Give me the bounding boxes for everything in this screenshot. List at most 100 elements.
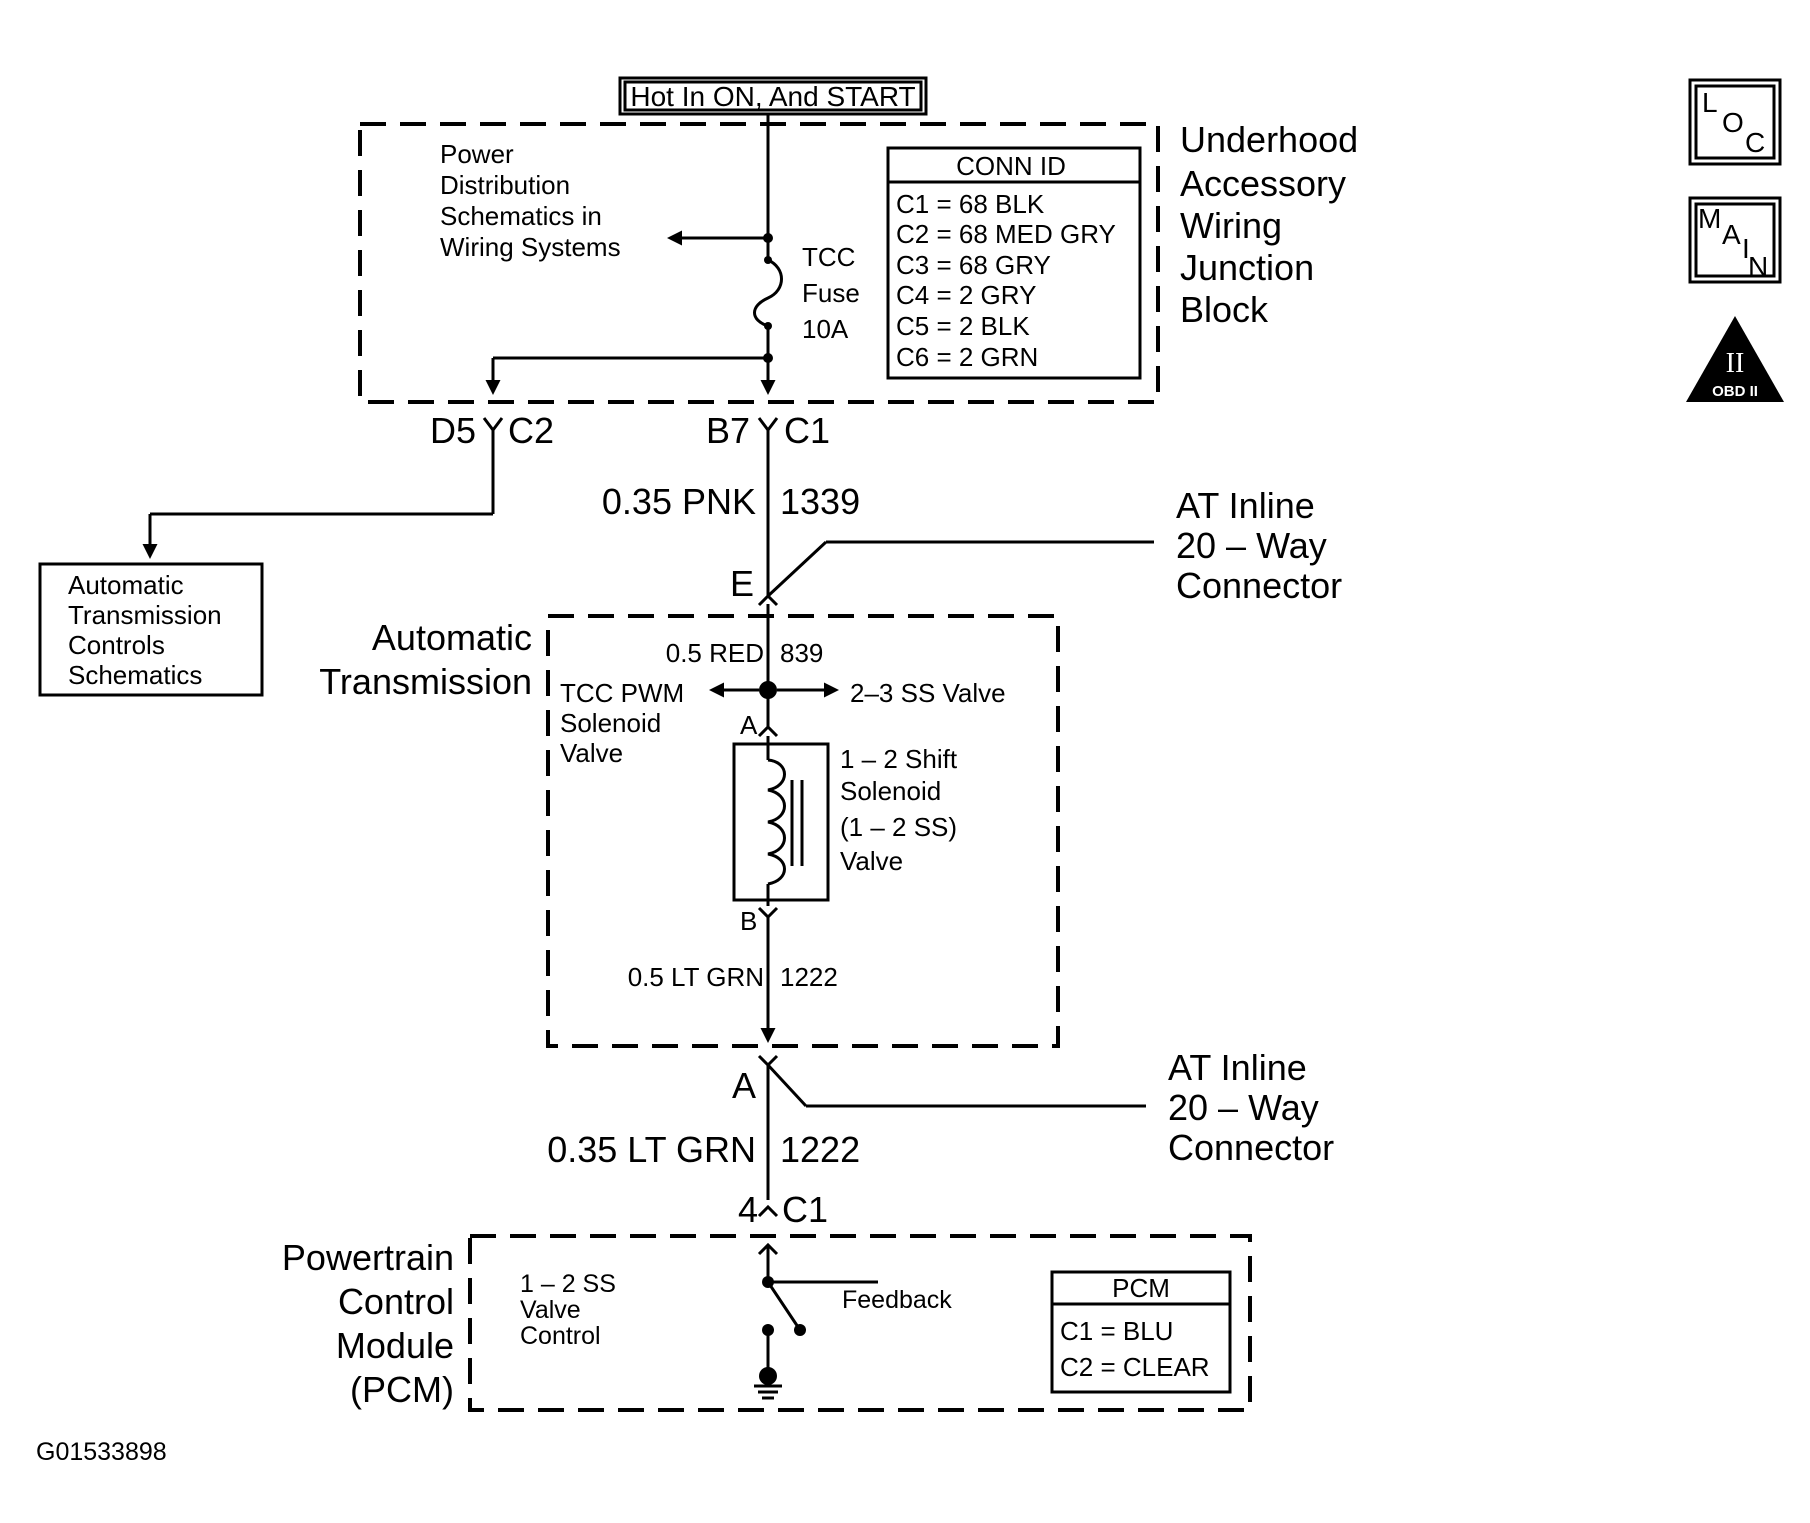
shift-solenoid-1-2 xyxy=(732,736,830,906)
junction-block-boundary xyxy=(358,122,1160,404)
svg-text:O: O xyxy=(1722,107,1744,138)
svg-text:20 – Way: 20 – Way xyxy=(1176,525,1327,566)
fuse-label: TCC Fuse 10A xyxy=(802,242,860,344)
atc-schematics-box: Automatic Transmission Controls Schemati… xyxy=(38,562,264,697)
svg-text:C2 = 68 MED GRY: C2 = 68 MED GRY xyxy=(896,219,1116,249)
svg-text:1339: 1339 xyxy=(780,481,860,522)
svg-text:1222: 1222 xyxy=(780,1129,860,1170)
connector-a-inline: A xyxy=(732,1054,1146,1108)
svg-text:C2: C2 xyxy=(508,410,554,451)
svg-text:Schematics: Schematics xyxy=(68,660,202,690)
pcm-boundary xyxy=(468,1234,1252,1412)
svg-text:Automatic: Automatic xyxy=(372,617,532,658)
svg-text:II: II xyxy=(1726,348,1745,379)
svg-text:Module: Module xyxy=(336,1325,454,1366)
svg-text:839: 839 xyxy=(780,638,823,668)
svg-text:Transmission: Transmission xyxy=(68,600,222,630)
svg-text:Underhood: Underhood xyxy=(1180,119,1358,160)
svg-text:Valve: Valve xyxy=(520,1296,581,1324)
svg-text:I: I xyxy=(1742,233,1750,264)
wire-label-red: 0.5 RED 839 xyxy=(666,638,824,668)
svg-text:C3 = 68 GRY: C3 = 68 GRY xyxy=(896,250,1051,280)
figure-id: G01533898 xyxy=(36,1438,167,1466)
svg-text:D5: D5 xyxy=(430,410,476,451)
pcm-connector-table: PCM C1 = BLU C2 = CLEAR xyxy=(1050,1270,1232,1394)
feedback-label: Feedback xyxy=(842,1286,952,1314)
svg-text:Connector: Connector xyxy=(1176,565,1342,606)
svg-text:Block: Block xyxy=(1180,289,1269,330)
svg-text:Control: Control xyxy=(338,1281,454,1322)
svg-text:C1: C1 xyxy=(782,1189,828,1230)
solenoid-pin-b: B xyxy=(740,906,757,936)
svg-text:AT Inline: AT Inline xyxy=(1176,485,1315,526)
svg-text:TCC: TCC xyxy=(802,242,855,272)
tcc-fuse xyxy=(753,238,783,330)
svg-text:A: A xyxy=(1722,219,1741,250)
svg-text:Schematics in: Schematics in xyxy=(440,201,602,231)
wire-label-ltgrn-outer: 0.35 LT GRN 1222 xyxy=(547,1129,860,1170)
svg-text:4: 4 xyxy=(738,1189,758,1230)
svg-text:A: A xyxy=(732,1065,756,1106)
splice-node xyxy=(759,681,777,699)
svg-text:E: E xyxy=(730,563,754,604)
loc-badge-icon: L O C xyxy=(1688,78,1782,166)
power-distribution-ref: Power Distribution Schematics in Wiring … xyxy=(440,139,621,262)
svg-text:C: C xyxy=(1745,127,1765,158)
ss23-valve-label: 2–3 SS Valve xyxy=(850,678,1006,708)
svg-text:TCC PWM: TCC PWM xyxy=(560,678,684,708)
svg-text:Wiring Systems: Wiring Systems xyxy=(440,232,621,262)
connector-d5-c2: D5 C2 xyxy=(430,410,554,451)
svg-text:C4 = 2 GRY: C4 = 2 GRY xyxy=(896,280,1036,310)
automatic-transmission-boundary xyxy=(546,614,1060,1048)
svg-text:L: L xyxy=(1702,87,1718,118)
svg-text:(PCM): (PCM) xyxy=(350,1369,454,1410)
svg-text:Power: Power xyxy=(440,139,514,169)
svg-text:C6 = 2 GRN: C6 = 2 GRN xyxy=(896,342,1038,372)
svg-text:C2 = CLEAR: C2 = CLEAR xyxy=(1060,1352,1210,1382)
pcm-driver-switch xyxy=(754,1242,806,1400)
svg-text:C5 = 2 BLK: C5 = 2 BLK xyxy=(896,311,1030,341)
svg-text:0.35 PNK: 0.35 PNK xyxy=(602,481,756,522)
svg-text:Solenoid: Solenoid xyxy=(840,776,941,806)
power-source-label: Hot In ON, And START xyxy=(618,76,928,116)
svg-text:Fuse: Fuse xyxy=(802,278,860,308)
svg-text:Valve: Valve xyxy=(840,846,903,876)
svg-text:0.35 LT GRN: 0.35 LT GRN xyxy=(547,1129,756,1170)
connector-e: E xyxy=(730,540,1154,607)
svg-text:1 – 2 SS: 1 – 2 SS xyxy=(520,1270,616,1298)
svg-text:Controls: Controls xyxy=(68,630,165,660)
main-badge-icon: M A I N xyxy=(1688,196,1782,284)
svg-text:20 – Way: 20 – Way xyxy=(1168,1087,1319,1128)
svg-text:Control: Control xyxy=(520,1322,601,1350)
svg-text:0.5 LT GRN: 0.5 LT GRN xyxy=(628,962,764,992)
svg-text:C1 = 68 BLK: C1 = 68 BLK xyxy=(896,189,1045,219)
connector-4-c1: 4 C1 xyxy=(738,1189,828,1230)
solenoid-label: 1 – 2 Shift Solenoid (1 – 2 SS) Valve xyxy=(840,744,958,876)
svg-text:Hot In ON, And START: Hot In ON, And START xyxy=(630,81,915,112)
svg-text:OBD II: OBD II xyxy=(1712,383,1758,400)
svg-text:C1 = BLU: C1 = BLU xyxy=(1060,1316,1173,1346)
pcm-title: Powertrain Control Module (PCM) xyxy=(282,1237,454,1410)
conn-id-table: CONN ID C1 = 68 BLK C2 = 68 MED GRY C3 =… xyxy=(886,146,1142,380)
tcc-pwm-label: TCC PWM Solenoid Valve xyxy=(560,678,684,768)
svg-text:10A: 10A xyxy=(802,314,849,344)
solenoid-pin-a: A xyxy=(740,710,758,740)
svg-text:PCM: PCM xyxy=(1112,1273,1170,1303)
at-inline-connector-top: AT Inline 20 – Way Connector xyxy=(1176,485,1342,606)
svg-text:N: N xyxy=(1748,251,1768,282)
svg-text:1 – 2 Shift: 1 – 2 Shift xyxy=(840,744,958,774)
ss12-valve-control-label: 1 – 2 SS Valve Control xyxy=(520,1270,616,1350)
svg-text:Valve: Valve xyxy=(560,738,623,768)
svg-text:Automatic: Automatic xyxy=(68,570,184,600)
svg-text:Solenoid: Solenoid xyxy=(560,708,661,738)
svg-text:Distribution: Distribution xyxy=(440,170,570,200)
svg-text:C1: C1 xyxy=(784,410,830,451)
junction-block-title: Underhood Accessory Wiring Junction Bloc… xyxy=(1180,119,1358,330)
automatic-transmission-title: Automatic Transmission xyxy=(319,617,532,702)
svg-text:0.5 RED: 0.5 RED xyxy=(666,638,764,668)
svg-text:Accessory: Accessory xyxy=(1180,163,1346,204)
wire-label-ltgrn-inner: 0.5 LT GRN 1222 xyxy=(628,962,838,992)
svg-text:(1 – 2 SS): (1 – 2 SS) xyxy=(840,812,957,842)
svg-text:AT Inline: AT Inline xyxy=(1168,1047,1307,1088)
